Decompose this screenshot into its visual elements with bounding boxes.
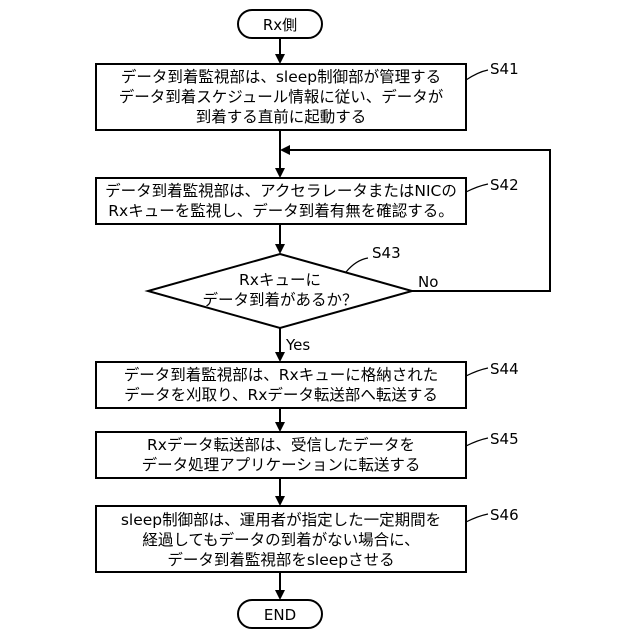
end-label: END <box>264 606 296 624</box>
leader-s46 <box>466 514 488 522</box>
step-s46-line-1: sleep制御部は、運用者が指定した一定期間を <box>121 511 441 529</box>
yes-label: Yes <box>285 336 310 354</box>
leader-s44 <box>466 368 488 376</box>
step-id-s44: S44 <box>490 360 519 378</box>
start-label: Rx側 <box>263 16 297 34</box>
leader-s42 <box>466 184 488 192</box>
step-s42-line-1: データ到着監視部は、アクセラレータまたはNICの <box>105 181 457 200</box>
step-id-s46: S46 <box>490 506 519 524</box>
step-s45-line-2: データ処理アプリケーションに転送する <box>142 455 421 474</box>
no-label: No <box>418 273 438 291</box>
leader-s43 <box>346 258 368 272</box>
step-s44-line-2: データを刈取り、Rxデータ転送部へ転送する <box>124 385 438 404</box>
leader-s45 <box>466 438 488 446</box>
step-id-s41: S41 <box>490 60 519 78</box>
decision-line-2: データ到着があるか？ <box>202 290 357 309</box>
step-s41-line-2: データ到着スケジュール情報に従い、データが <box>119 87 444 106</box>
step-s41-line-1: データ到着監視部は、sleep制御部が管理する <box>121 67 441 86</box>
step-s45-line-1: Rxデータ転送部は、受信したデータを <box>147 435 415 454</box>
step-s42-line-2: Rxキューを監視し、データ到着有無を確認する。 <box>108 201 453 220</box>
decision-line-1: Rxキューに <box>239 271 321 289</box>
step-s46-line-2: 経過してもデータの到着がない場合に、 <box>142 530 419 549</box>
step-id-s42: S42 <box>490 176 519 194</box>
step-id-s45: S45 <box>490 430 519 448</box>
leader-s41 <box>466 70 488 80</box>
decision-id-s43: S43 <box>372 244 401 262</box>
step-s44-line-1: データ到着監視部は、Rxキューに格納された <box>124 365 438 384</box>
step-s46-line-3: データ到着監視部をsleepさせる <box>167 550 394 569</box>
step-s41-line-3: 到着する直前に起動する <box>196 108 367 126</box>
